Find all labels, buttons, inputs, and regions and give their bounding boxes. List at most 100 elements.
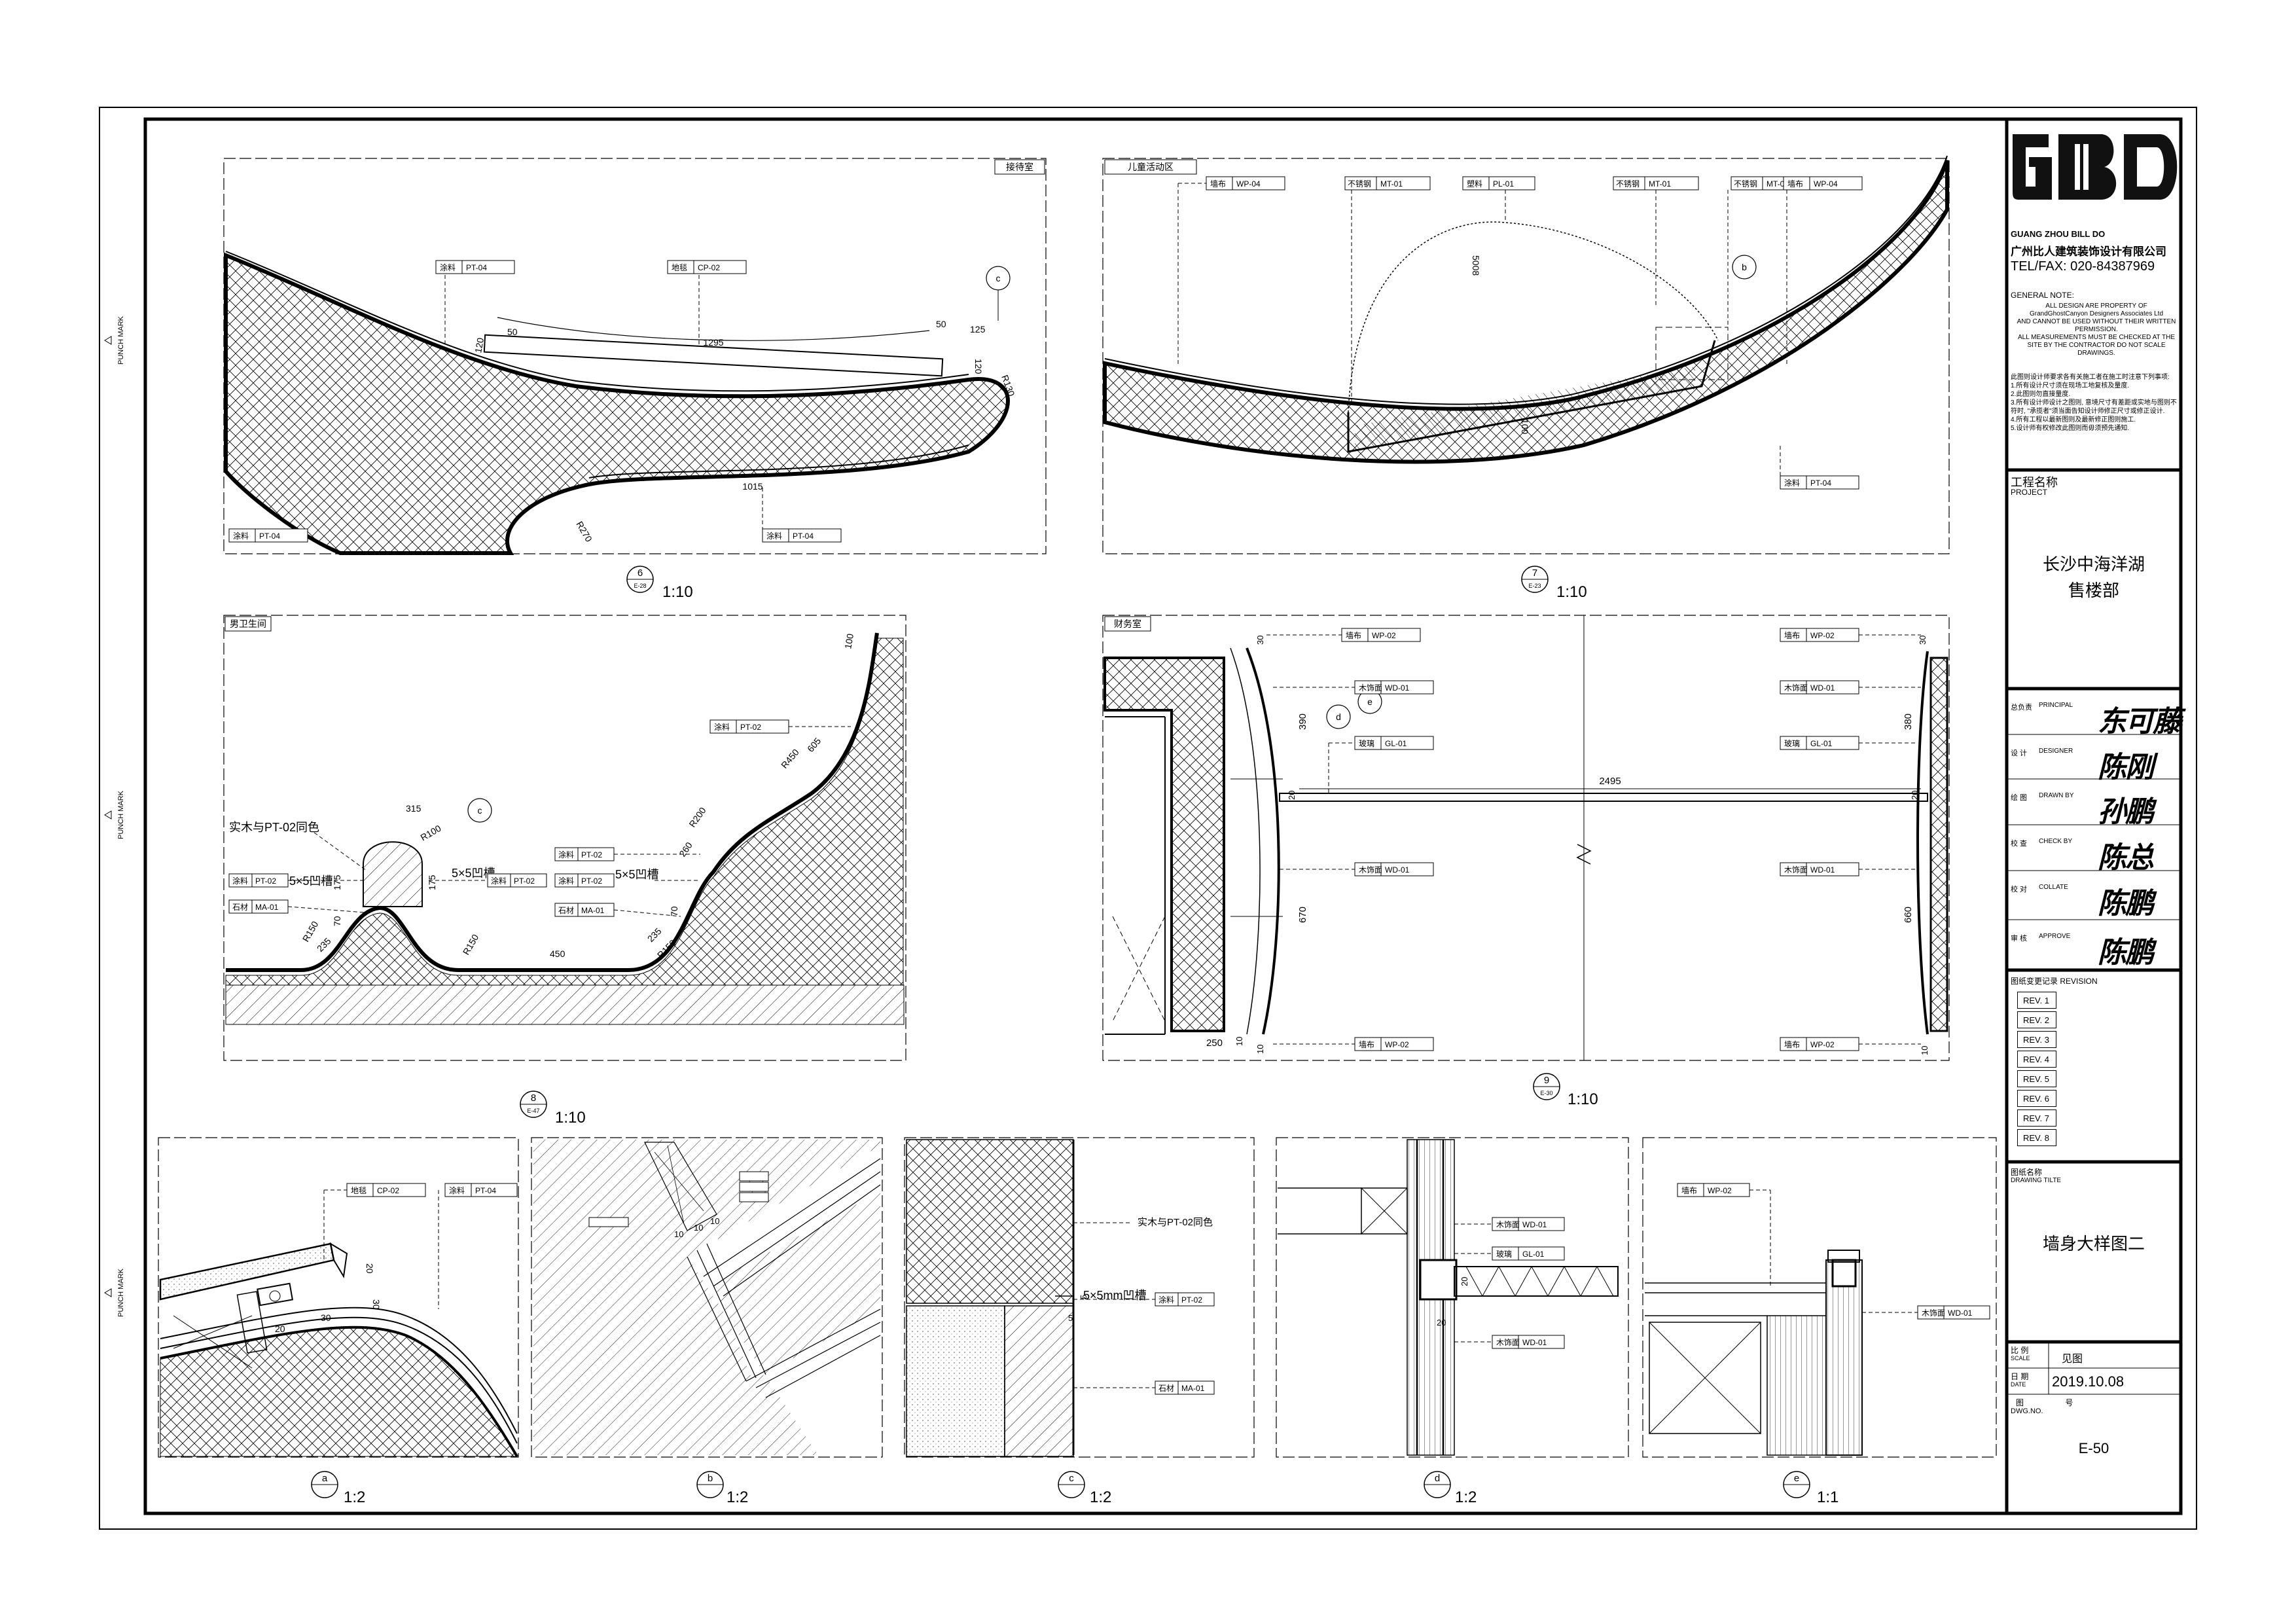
db-dim-1: 10 bbox=[694, 1223, 703, 1233]
svg-text:e: e bbox=[1794, 1473, 1799, 1484]
project-label-en: PROJECT bbox=[2011, 488, 2048, 497]
notes-cn: 此图则设计师要求各有关施工者在施工时注意下列事项:1.所有设计尺寸须在现场工地复… bbox=[2011, 373, 2179, 433]
dd-label-0: 木饰面 bbox=[1496, 1220, 1520, 1229]
d7-label-2: 不锈钢 bbox=[1348, 179, 1371, 189]
note-cn-line: 符时, "承揽者"须当面告知设计师修正尺寸或修正设计. bbox=[2011, 408, 2165, 415]
dc-label-2: 涂料 bbox=[1158, 1295, 1174, 1305]
d8-dim-11: 175 bbox=[427, 875, 437, 890]
note-cn-line: 此图则设计师要求各有关施工者在施工时注意下列事项: bbox=[2011, 374, 2170, 381]
d6-dim-6: 1015 bbox=[742, 481, 762, 492]
svg-text:1:10: 1:10 bbox=[1556, 583, 1587, 601]
d7-label-10: 墙布 bbox=[1787, 179, 1803, 189]
d9-label-7: WD-01 bbox=[1385, 865, 1410, 875]
svg-text:1:2: 1:2 bbox=[726, 1489, 748, 1506]
d6-label-3: CP-02 bbox=[698, 263, 720, 272]
revision-row: REV. 5 bbox=[2017, 1070, 2056, 1087]
title-block-grid bbox=[2007, 468, 2181, 1395]
role-en-2: DRAWN BY bbox=[2039, 792, 2074, 799]
revision-row: REV. 1 bbox=[2017, 992, 2056, 1009]
revision-row: REV. 2 bbox=[2017, 1011, 2056, 1028]
d6-dim-8: 50 bbox=[936, 319, 946, 329]
role-en-4: COLLATE bbox=[2039, 884, 2068, 891]
role-cn-0: 总负责 bbox=[2011, 704, 2032, 712]
note-en-line: GrandGhostCanyon Designers Associates Lt… bbox=[2030, 310, 2163, 317]
note-en-line: ALL MEASUREMENTS MUST BE CHECKED AT THE bbox=[2017, 334, 2176, 341]
da-dim-2: 20 bbox=[275, 1324, 285, 1334]
dd-label-5: WD-01 bbox=[1522, 1338, 1547, 1347]
d6-label-5: PT-04 bbox=[793, 532, 814, 541]
svg-text:E-23: E-23 bbox=[1528, 583, 1541, 589]
d8-label-14: PT-02 bbox=[581, 876, 602, 886]
punch-mark-label: PUNCH MARK bbox=[117, 790, 125, 839]
da-label-3: PT-04 bbox=[475, 1186, 496, 1195]
revision-row: REV. 8 bbox=[2017, 1129, 2056, 1146]
d6-callout: c bbox=[996, 273, 1001, 283]
d8-dim-12: R150 bbox=[461, 932, 481, 956]
svg-text:1:1: 1:1 bbox=[1817, 1489, 1839, 1506]
d8-dim-4: 260 bbox=[677, 840, 694, 858]
d9-label-2: 木饰面 bbox=[1359, 683, 1382, 693]
dc-label-4: 石材 bbox=[1158, 1384, 1174, 1393]
d9-dim-0: 2495 bbox=[1599, 776, 1621, 787]
d9-label-6: 木饰面 bbox=[1359, 865, 1382, 875]
de-label-2: 木饰面 bbox=[1922, 1308, 1945, 1318]
svg-text:8: 8 bbox=[531, 1092, 536, 1104]
date-value: 2019.10.08 bbox=[2052, 1373, 2125, 1390]
d7-label-5: PL-01 bbox=[1493, 179, 1514, 189]
d7-label-11: WP-04 bbox=[1814, 179, 1838, 189]
d9-label-19: WP-02 bbox=[1810, 1040, 1835, 1049]
d6-label-2: 地毯 bbox=[672, 263, 687, 272]
d6-dim-7: R270 bbox=[574, 520, 594, 544]
note-en-line: DRAWINGS. bbox=[2077, 350, 2115, 357]
d9-callout-0: e bbox=[1367, 696, 1372, 707]
drawing-title-label-cn: 图纸名称 bbox=[2011, 1168, 2043, 1177]
revision-row: REV. 7 bbox=[2017, 1110, 2056, 1127]
svg-text:男卫生间: 男卫生间 bbox=[230, 619, 266, 629]
d8-label-10: PT-02 bbox=[514, 876, 535, 886]
company-cn: 广州比人建筑装饰设计有限公司 bbox=[2011, 245, 2166, 258]
role-cn-2: 绘 图 bbox=[2011, 794, 2028, 802]
d8-label-15: 5×5凹槽 bbox=[615, 868, 659, 881]
svg-text:7: 7 bbox=[1532, 568, 1537, 579]
d9-label-14: 玻璃 bbox=[1784, 739, 1800, 748]
d8-dim-6: R100 bbox=[419, 823, 443, 843]
signature-4: 陈鹏 bbox=[2098, 887, 2154, 920]
d9-label-17: WD-01 bbox=[1810, 865, 1835, 875]
svg-text:E-30: E-30 bbox=[1540, 1090, 1552, 1096]
d9-label-11: WP-02 bbox=[1810, 631, 1835, 640]
d7-label-12: 涂料 bbox=[1784, 478, 1800, 488]
d8-label-3: 涂料 bbox=[232, 876, 248, 886]
d8-label-0: 涂料 bbox=[714, 722, 730, 732]
d8-label-17: MA-01 bbox=[581, 906, 605, 915]
dc-label-0: 实木与PT-02同色 bbox=[1138, 1217, 1213, 1228]
d8-label-16: 石材 bbox=[558, 906, 574, 915]
d9-label-5: GL-01 bbox=[1385, 739, 1407, 748]
d6-dim-4: 120 bbox=[973, 359, 984, 374]
d7-label-8: 不锈钢 bbox=[1734, 179, 1757, 189]
dc-label-5: MA-01 bbox=[1181, 1384, 1205, 1393]
d7-dim-1: 100 bbox=[1520, 419, 1530, 435]
d6-label-4: 涂料 bbox=[766, 531, 782, 541]
d8-dim-7: 175 bbox=[332, 875, 342, 890]
dwg-label-cn: 图 号 bbox=[2016, 1398, 2093, 1407]
d8-label-5: 5×5凹槽 bbox=[289, 875, 333, 888]
da-label-0: 地毯 bbox=[351, 1186, 367, 1195]
drawing-title: 墙身大样图二 bbox=[2042, 1234, 2145, 1254]
svg-text:1:10: 1:10 bbox=[662, 583, 693, 601]
note-cn-line: 2.此图则勿直接量度. bbox=[2011, 391, 2071, 398]
note-en-line: AND CANNOT BE USED WITHOUT THEIR WRITTEN bbox=[2017, 318, 2176, 325]
svg-text:1:2: 1:2 bbox=[1455, 1489, 1477, 1506]
d9-label-13: WD-01 bbox=[1810, 683, 1835, 693]
date-label-cn: 日 期 bbox=[2011, 1372, 2029, 1381]
punch-mark-label: PUNCH MARK bbox=[117, 316, 125, 365]
date-label-en: DATE bbox=[2011, 1381, 2026, 1388]
dwg-value: E-50 bbox=[2078, 1440, 2109, 1456]
svg-text:1:2: 1:2 bbox=[1090, 1489, 1111, 1506]
note-en-line: SITE BY THE CONTRACTOR DO NOT SCALE bbox=[2027, 342, 2166, 349]
d9-label-15: GL-01 bbox=[1810, 739, 1833, 748]
d9-dim-5: 250 bbox=[1206, 1038, 1223, 1049]
